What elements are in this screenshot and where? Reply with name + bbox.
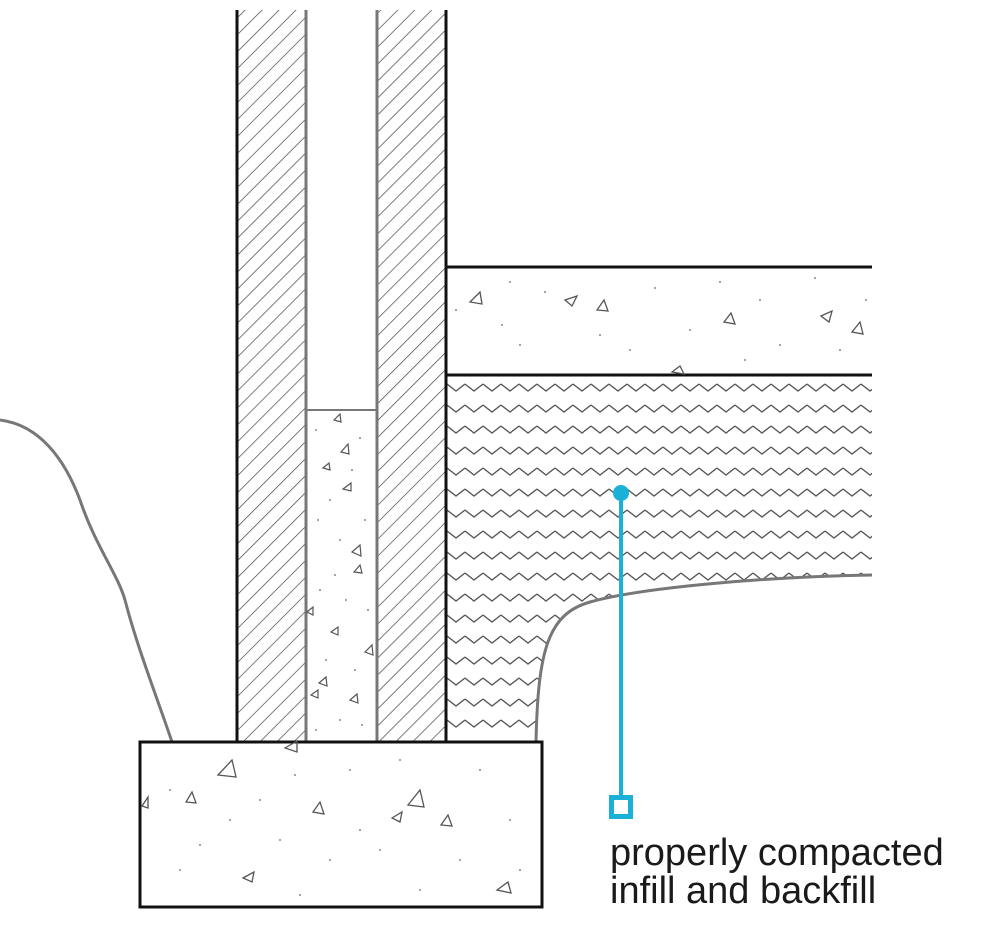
callout-square (609, 795, 633, 819)
callout-label: properly compacted infill and backfill (610, 834, 944, 910)
callout-label-line-2: infill and backfill (610, 870, 877, 912)
callout-dot (613, 485, 629, 501)
concrete-footing (138, 739, 544, 909)
compacted-infill-area (447, 376, 873, 743)
foundation-wall (235, 10, 448, 742)
natural-grade-left (0, 418, 174, 743)
floor-slab (447, 265, 872, 377)
callout-leader (609, 485, 633, 819)
callout-label-line-1: properly compacted (610, 832, 944, 874)
